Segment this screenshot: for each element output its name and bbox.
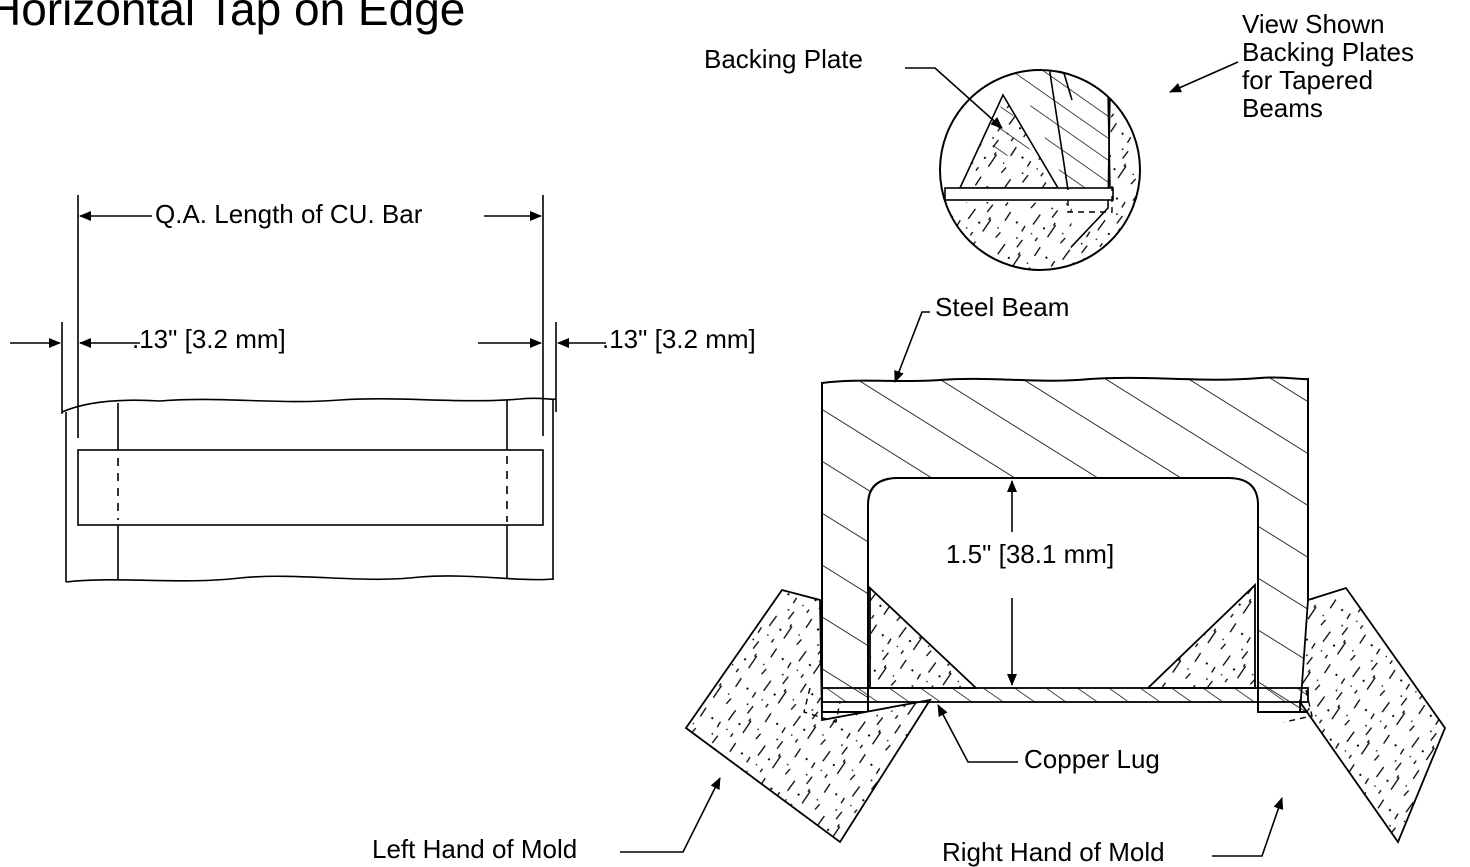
right-mold-wedge: [1145, 582, 1256, 689]
dimension-height-label: 1.5" [38.1 mm]: [946, 539, 1115, 569]
detail-circle: [939, 69, 1141, 271]
copper-lug: [821, 687, 1309, 703]
bar-view: [10, 195, 606, 583]
view-shown-line-1: View Shown: [1242, 9, 1385, 39]
view-shown-line-3: for Tapered: [1242, 65, 1374, 96]
detail-view: [905, 61, 1239, 271]
steel-beam-label: Steel Beam: [935, 292, 1070, 322]
copper-lug-leader: [937, 704, 1018, 763]
beam-bottom-break: [65, 575, 554, 583]
backing-plate-label: Backing Plate: [704, 44, 863, 74]
left-mold-leader: [620, 777, 721, 853]
beam-top-break: [61, 397, 557, 413]
left-mold-wedge: [869, 585, 979, 689]
view-shown-line-4: Beams: [1242, 93, 1323, 124]
backing-plate-leader: [905, 67, 1003, 129]
left-mold: [684, 588, 932, 844]
qa-length-label: Q.A. Length of CU. Bar: [155, 199, 423, 229]
right-mold: [1299, 586, 1447, 844]
right-mold-label: Right Hand of Mold: [942, 837, 1165, 867]
view-shown-leader: [1169, 61, 1239, 93]
page-title: Horizontal Tap on Edge: [0, 0, 466, 35]
cross-section: [620, 311, 1447, 857]
right-mold-leader: [1212, 797, 1284, 857]
steel-beam-leader: [894, 311, 930, 383]
copper-bar: [77, 449, 544, 526]
copper-lug-label: Copper Lug: [1024, 744, 1160, 774]
steel-beam: [821, 376, 1309, 713]
gap-left-label: .13" [3.2 mm]: [132, 324, 286, 354]
gap-right-label: .13" [3.2 mm]: [602, 324, 756, 354]
left-mold-label: Left Hand of Mold: [372, 834, 578, 864]
view-shown-label: View Shown Backing Plates for Tapered Be…: [1242, 10, 1414, 122]
view-shown-line-2: Backing Plates: [1242, 37, 1414, 68]
